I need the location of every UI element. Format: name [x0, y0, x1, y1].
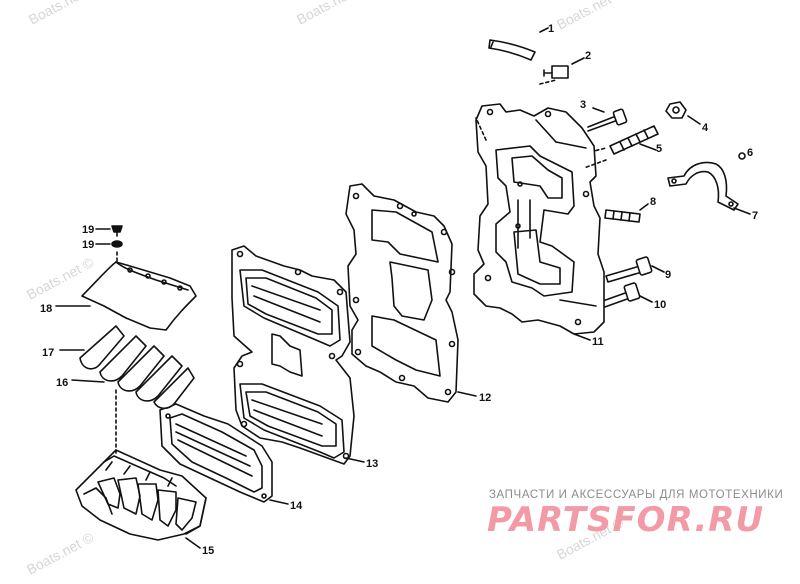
- part-3-screw: [587, 108, 628, 132]
- callout-8: 8: [650, 196, 656, 208]
- callout-17: 17: [42, 347, 54, 359]
- part-10-bolt: [599, 282, 641, 309]
- callout-18: 18: [40, 303, 52, 315]
- part-18-stop-plate: [81, 261, 197, 331]
- callout-7: 7: [752, 210, 758, 222]
- callout-3: 3: [580, 99, 586, 111]
- part-11-housing: [473, 103, 605, 335]
- callout-16: 16: [56, 377, 68, 389]
- brand-tagline: ЗАПЧАСТИ И АКСЕССУАРЫ ДЛЯ МОТОТЕХНИКИ: [489, 489, 784, 501]
- callout-5: 5: [656, 143, 662, 155]
- callout-13: 13: [366, 458, 378, 470]
- callout-labels: 1 2 3 4 5 6 7 8 9 10 11 12 13 14 15 16 1…: [40, 23, 758, 557]
- part-5-stud: [609, 125, 659, 155]
- callout-19-lower: 19: [82, 239, 94, 251]
- part-15-reed-cage: [75, 449, 207, 541]
- callout-6: 6: [747, 147, 753, 159]
- callout-1: 1: [548, 23, 554, 35]
- callout-2: 2: [585, 50, 591, 62]
- part-4-nut: [665, 101, 687, 119]
- part-19-screw: [111, 225, 123, 237]
- part-7-clamp: [667, 161, 739, 211]
- part-1-hose: [488, 39, 536, 61]
- part-13-reed-plate: [231, 245, 355, 465]
- part-2-fitting: [543, 65, 569, 79]
- callout-12: 12: [479, 392, 491, 404]
- part-9-bolt: [605, 256, 653, 283]
- brand-logo: PARTSFOR.RU: [487, 500, 765, 540]
- callout-15: 15: [202, 545, 214, 557]
- watermark: Boats.net ©: [554, 0, 627, 33]
- part-14-gasket: [159, 403, 273, 503]
- callout-19: 19: [82, 224, 94, 236]
- part-16-reeds: [79, 325, 195, 410]
- callout-10: 10: [654, 299, 666, 311]
- watermark: Boats.net ©: [24, 529, 97, 578]
- watermark: Boats.net ©: [294, 0, 367, 28]
- callout-14: 14: [290, 500, 303, 512]
- callout-11: 11: [592, 336, 604, 348]
- part-6-washer: [738, 152, 746, 160]
- part-19-washer: [111, 240, 123, 248]
- part-8-stud: [604, 209, 641, 223]
- watermark: Boats.net ©: [26, 0, 99, 28]
- part-12-gasket: [345, 183, 459, 403]
- callout-4: 4: [702, 122, 709, 134]
- callout-9: 9: [665, 269, 671, 281]
